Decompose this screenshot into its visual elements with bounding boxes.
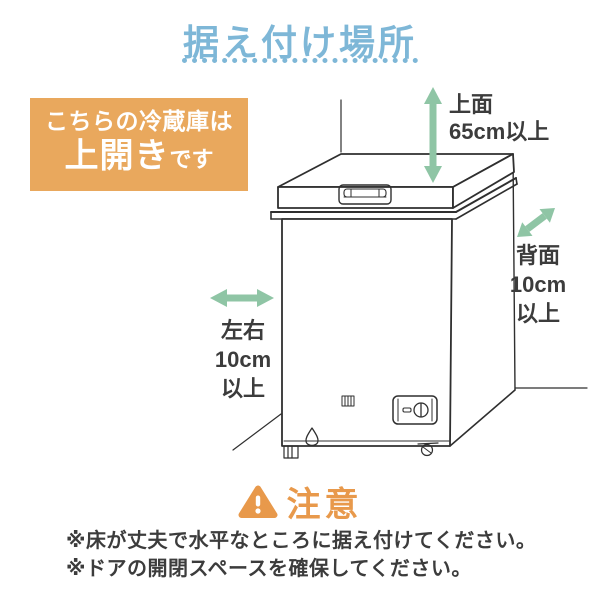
- page-title: 据え付け場所: [182, 22, 417, 63]
- freezer-body-front: [281, 218, 453, 447]
- caution-header: 注意: [0, 477, 600, 526]
- warning-triangle-icon: [238, 485, 277, 518]
- freezer-lid-side: [452, 153, 515, 209]
- freezer-feet: [283, 442, 439, 459]
- floor-line-left: [232, 413, 282, 451]
- title-dotted-underline: [182, 58, 418, 63]
- badge-line2: 上開きです: [64, 136, 213, 183]
- vent-grille: [341, 395, 355, 407]
- badge-suffix: です: [169, 147, 214, 172]
- freezer-bottom-right-edge: [449, 389, 516, 447]
- lid-handle: [338, 184, 392, 205]
- top-clearance-label: 上面 65cm以上: [449, 92, 550, 144]
- caution-note-floor: ※床が丈夫で水平なところに据え付けてください。: [66, 530, 537, 552]
- caution-heading: 注意: [286, 486, 363, 524]
- badge-emphasis: 上開き: [64, 137, 170, 175]
- control-panel: [392, 395, 438, 425]
- caution-notes: ※床が丈夫で水平なところに据え付けてください。 ※ドアの開閉スペースを確保してく…: [66, 527, 586, 583]
- rear-clearance-arrow: [525, 213, 547, 232]
- badge-line1: こちらの冷蔵庫は: [45, 108, 233, 134]
- top-opening-badge: こちらの冷蔵庫は 上開きです: [30, 98, 248, 191]
- room-lines: [232, 99, 588, 451]
- side-clearance-label: 左右 10cm 以上: [214, 318, 272, 401]
- rear-clearance-label: 背面 10cm 以上: [509, 243, 567, 326]
- clearance-arrows: [210, 87, 555, 307]
- power-indicator: [402, 407, 412, 413]
- freezer-drawing: [270, 153, 518, 459]
- freezer-back-right-edge: [512, 153, 516, 391]
- drain-cap: [305, 427, 319, 447]
- caution-note-door: ※ドアの開閉スペースを確保してください。: [66, 558, 472, 580]
